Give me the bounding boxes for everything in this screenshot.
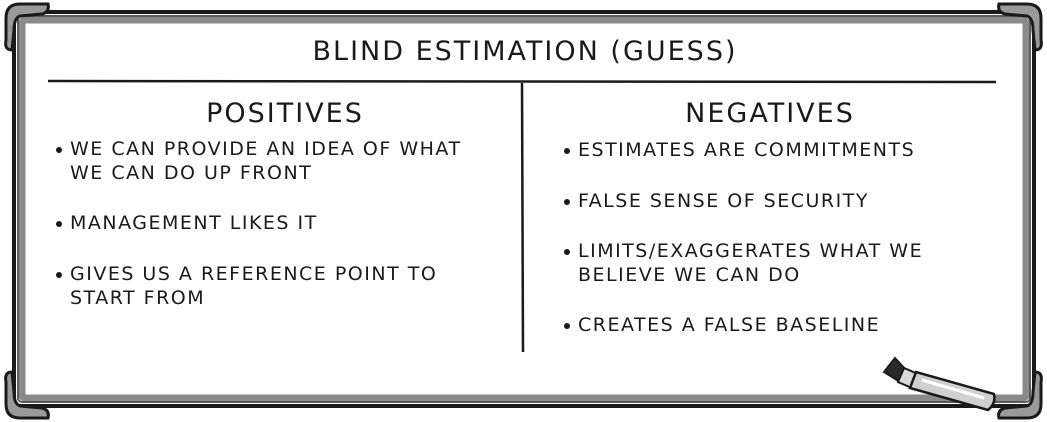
list-item: MANAGEMENT LIKES IT — [70, 211, 318, 235]
column-divider — [520, 82, 525, 353]
board-title: BLIND ESTIMATION (GUESS) — [312, 36, 738, 67]
negatives-heading: NEGATIVES — [685, 98, 855, 129]
list-item: FALSE SENSE OF SECURITY — [578, 189, 869, 213]
title-divider — [47, 79, 997, 84]
list-item: ESTIMATES ARE COMMITMENTS — [578, 138, 915, 162]
list-item-line: START FROM — [70, 287, 206, 309]
bullet — [564, 323, 570, 329]
list-item-line: CREATES A FALSE BASELINE — [578, 314, 881, 336]
corner-caps — [4, 2, 1043, 420]
list-item: WE CAN PROVIDE AN IDEA OF WHAT WE CAN DO… — [70, 137, 462, 185]
bullet — [56, 221, 62, 227]
list-item-line: FALSE SENSE OF SECURITY — [578, 190, 869, 212]
bullet — [564, 148, 570, 154]
bullet — [56, 147, 62, 153]
list-item-line: BELIEVE WE CAN DO — [578, 264, 801, 286]
bullet — [564, 249, 570, 255]
list-item-line: WE CAN PROVIDE AN IDEA OF WHAT — [70, 138, 462, 160]
list-item: CREATES A FALSE BASELINE — [578, 313, 880, 337]
list-item-line: ESTIMATES ARE COMMITMENTS — [578, 139, 916, 161]
board-frame-inner — [18, 16, 1030, 402]
bullet — [56, 272, 62, 278]
bullet — [564, 199, 570, 205]
list-item-line: WE CAN DO UP FRONT — [70, 162, 313, 184]
list-item-line: MANAGEMENT LIKES IT — [70, 212, 318, 234]
marker-icon — [882, 356, 996, 412]
list-item-line: GIVES US A REFERENCE POINT TO — [70, 263, 438, 285]
positives-heading: POSITIVES — [206, 98, 364, 129]
list-item: LIMITS/EXAGGERATES WHAT WE BELIEVE WE CA… — [578, 239, 923, 287]
list-item: GIVES US A REFERENCE POINT TO START FROM — [70, 262, 437, 310]
list-item-line: LIMITS/EXAGGERATES WHAT WE — [578, 240, 924, 262]
